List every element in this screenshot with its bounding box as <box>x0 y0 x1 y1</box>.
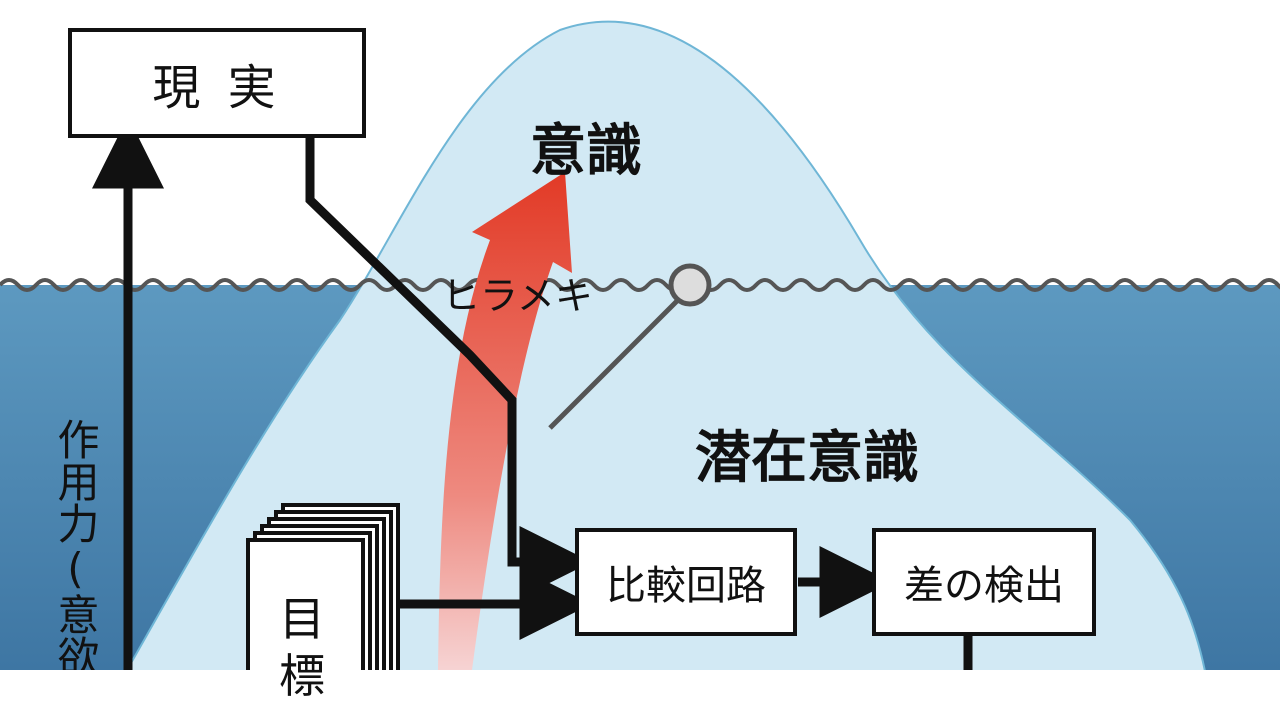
comparison-circuit-label: 比較回路 <box>606 563 766 609</box>
inspiration-arrow <box>438 172 572 670</box>
goal-label-line1: 目 <box>279 592 325 646</box>
iceberg-diagram: 現 実 意識 ヒラメキ 潜在意識 比較回路 差の検出 目 標 作用力(意欲 <box>0 20 1280 706</box>
reality-to-comparison-connector <box>305 138 592 598</box>
consciousness-label: 意識 <box>530 119 642 184</box>
goal-label-line2: 標 <box>279 649 325 703</box>
comparison-circuit-box: 比較回路 <box>575 528 797 636</box>
difference-detection-box: 差の検出 <box>872 528 1096 636</box>
float-line <box>548 288 690 430</box>
subconscious-label: 潜在意識 <box>695 426 919 491</box>
reality-box: 現 実 <box>68 28 366 138</box>
inspiration-label: ヒラメキ <box>442 274 593 318</box>
difference-detection-label: 差の検出 <box>904 563 1064 609</box>
reality-label: 現 実 <box>152 60 282 116</box>
float-circle-icon <box>668 263 712 307</box>
force-label: 作用力(意欲 <box>51 418 100 670</box>
